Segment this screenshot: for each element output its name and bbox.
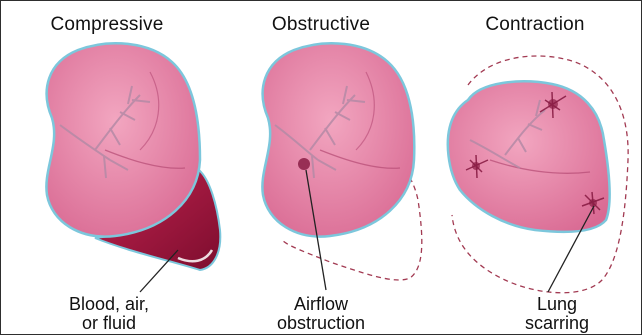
caption-line: or fluid bbox=[2, 314, 216, 333]
caption-compressive: Blood, air, or fluid bbox=[2, 295, 216, 333]
caption-obstructive: Airflow obstruction bbox=[214, 295, 428, 333]
obstruction-plug bbox=[298, 158, 310, 170]
obstructive-panel bbox=[262, 43, 421, 290]
caption-line: Lung bbox=[450, 295, 642, 314]
contraction-panel bbox=[448, 56, 628, 293]
compressed-lung bbox=[46, 43, 200, 236]
compressive-panel bbox=[46, 43, 220, 270]
collapsed-lung bbox=[262, 43, 414, 236]
scarred-lung bbox=[448, 81, 610, 231]
caption-line: Airflow bbox=[214, 295, 428, 314]
caption-line: obstruction bbox=[214, 314, 428, 333]
caption-line: Blood, air, bbox=[2, 295, 216, 314]
caption-contraction: Lung scarring bbox=[450, 295, 642, 333]
caption-line: scarring bbox=[450, 314, 642, 333]
